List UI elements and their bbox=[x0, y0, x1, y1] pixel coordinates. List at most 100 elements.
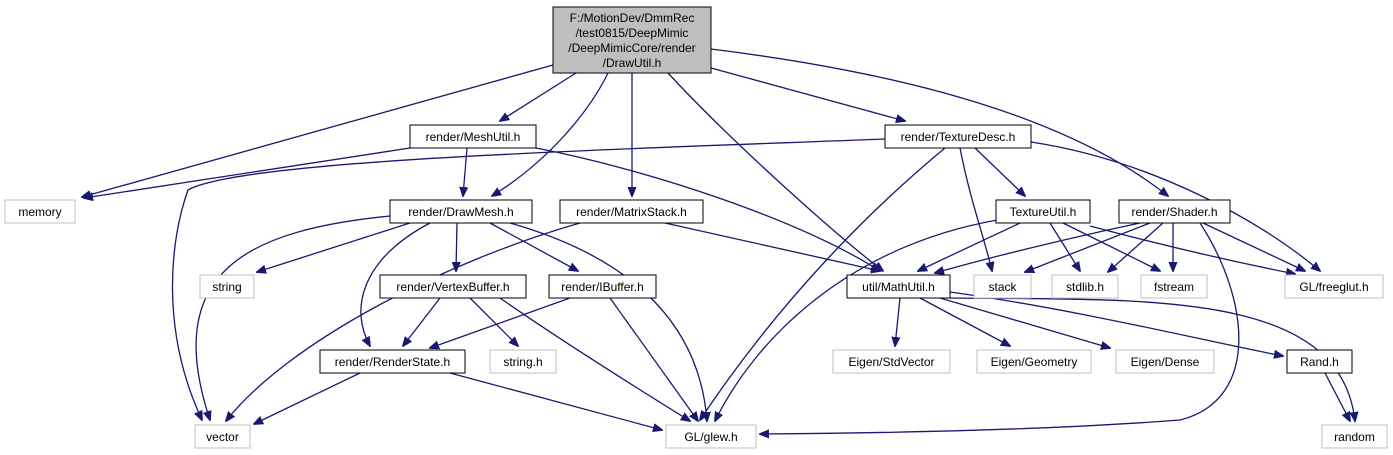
node-box-stack bbox=[973, 274, 1032, 299]
node-meshutil[interactable]: render/MeshUtil.h bbox=[409, 124, 537, 149]
nodes-layer: F:/MotionDev/DmmRec /test0815/DeepMimic … bbox=[4, 6, 1388, 449]
edges-layer bbox=[82, 48, 1355, 434]
edge-drawmesh-to-glew bbox=[509, 222, 707, 421]
edge-shader-to-stdlib bbox=[1108, 222, 1164, 272]
edge-mathutil-to-eigengeo bbox=[919, 297, 1010, 346]
node-mathutil[interactable]: util/MathUtil.h bbox=[846, 274, 951, 299]
edge-drawmesh-to-vector bbox=[195, 215, 391, 420]
node-label-textureutil: TextureUtil.h bbox=[1010, 205, 1077, 219]
node-box-renderstate bbox=[319, 349, 466, 374]
node-vector: vector bbox=[194, 424, 251, 449]
node-label-drawmesh: render/DrawMesh.h bbox=[408, 205, 513, 219]
node-label-renderstate: render/RenderState.h bbox=[335, 355, 450, 369]
edge-shader-to-glew bbox=[760, 222, 1240, 434]
node-label-texturedesc: render/TextureDesc.h bbox=[901, 130, 1016, 144]
edge-drawmesh-to-string bbox=[257, 222, 411, 272]
node-box-textureutil bbox=[995, 199, 1091, 224]
node-string: string bbox=[199, 274, 255, 299]
node-glew: GL/glew.h bbox=[665, 424, 757, 449]
node-stdlib: stdlib.h bbox=[1051, 274, 1119, 299]
node-box-mathutil bbox=[846, 274, 951, 299]
node-box-fstream bbox=[1140, 274, 1208, 299]
node-label-shader: render/Shader.h bbox=[1131, 205, 1217, 219]
edge-matrixstack-to-mathutil bbox=[664, 222, 880, 271]
node-matrixstack[interactable]: render/MatrixStack.h bbox=[559, 199, 704, 224]
edge-textureutil-to-glew bbox=[715, 217, 1011, 421]
edge-root-to-memory bbox=[82, 64, 554, 197]
node-drawmesh[interactable]: render/DrawMesh.h bbox=[389, 199, 533, 224]
edge-vertexbuffer-to-renderstate bbox=[403, 297, 441, 346]
edge-rand-to-random bbox=[1324, 372, 1350, 421]
node-label-glew: GL/glew.h bbox=[684, 430, 737, 444]
edge-root-to-meshutil bbox=[500, 72, 577, 121]
node-box-ibuffer bbox=[548, 274, 657, 299]
root-label-line-3: /DeepMimicCore/render bbox=[568, 41, 695, 55]
edge-renderstate-to-glew bbox=[449, 372, 662, 430]
root-label-line-2: /test0815/DeepMimic bbox=[576, 26, 689, 40]
node-label-stdlib: stdlib.h bbox=[1066, 280, 1104, 294]
node-box-meshutil bbox=[409, 124, 537, 149]
node-box-shader bbox=[1118, 199, 1231, 224]
node-label-vector: vector bbox=[206, 430, 239, 444]
edge-drawmesh-to-renderstate bbox=[360, 222, 431, 346]
edge-drawmesh-to-vertexbuffer bbox=[456, 222, 457, 271]
node-label-stack: stack bbox=[988, 280, 1017, 294]
edge-texturedesc-to-stack bbox=[959, 147, 992, 271]
node-eigendense: Eigen/Dense bbox=[1115, 349, 1215, 374]
edge-textureutil-to-freeglut bbox=[1089, 225, 1295, 274]
edge-matrixstack-to-vector bbox=[226, 222, 581, 421]
edge-root-to-mathutil bbox=[667, 72, 883, 271]
node-freeglut: GL/freeglut.h bbox=[1284, 274, 1384, 299]
root-label-line-4: /DrawUtil.h bbox=[603, 56, 662, 70]
node-box-string bbox=[199, 274, 255, 299]
node-label-mathutil: util/MathUtil.h bbox=[862, 280, 935, 294]
edge-mathutil-to-eigendense bbox=[939, 297, 1110, 348]
node-shader[interactable]: render/Shader.h bbox=[1118, 199, 1231, 224]
edge-texturedesc-to-textureutil bbox=[974, 147, 1025, 196]
edge-root-to-drawmesh bbox=[492, 72, 609, 196]
node-eigengeo: Eigen/Geometry bbox=[976, 349, 1092, 374]
node-box-texturedesc bbox=[884, 124, 1032, 149]
node-label-matrixstack: render/MatrixStack.h bbox=[576, 205, 687, 219]
edge-texturedesc-to-freeglut bbox=[1030, 141, 1320, 271]
node-vertexbuffer[interactable]: render/VertexBuffer.h bbox=[379, 274, 527, 299]
node-textureutil[interactable]: TextureUtil.h bbox=[995, 199, 1091, 224]
node-box-freeglut bbox=[1284, 274, 1384, 299]
node-label-vertexbuffer: render/VertexBuffer.h bbox=[396, 280, 509, 294]
edge-drawmesh-to-ibuffer bbox=[489, 222, 578, 271]
node-texturedesc[interactable]: render/TextureDesc.h bbox=[884, 124, 1032, 149]
node-stack: stack bbox=[973, 274, 1032, 299]
node-random: random bbox=[1321, 424, 1388, 449]
node-label-meshutil: render/MeshUtil.h bbox=[426, 130, 521, 144]
node-renderstate[interactable]: render/RenderState.h bbox=[319, 349, 466, 374]
node-label-ibuffer: render/IBuffer.h bbox=[561, 280, 644, 294]
node-memory: memory bbox=[4, 199, 76, 224]
edge-meshutil-to-mathutil bbox=[535, 147, 880, 271]
edge-vertexbuffer-to-stringh bbox=[469, 297, 518, 346]
edge-mathutil-to-rand bbox=[949, 291, 1283, 356]
edge-shader-to-freeglut bbox=[1202, 222, 1305, 271]
edge-ibuffer-to-renderstate bbox=[430, 297, 571, 348]
edge-texturedesc-to-glew bbox=[700, 147, 946, 420]
edge-shader-to-stack bbox=[1025, 222, 1151, 272]
node-box-drawmesh bbox=[389, 199, 533, 224]
node-label-freeglut: GL/freeglut.h bbox=[1299, 280, 1368, 294]
edge-meshutil-to-memory bbox=[84, 147, 411, 198]
node-rand[interactable]: Rand.h bbox=[1286, 349, 1353, 374]
node-ibuffer[interactable]: render/IBuffer.h bbox=[548, 274, 657, 299]
edge-root-to-texturedesc bbox=[710, 67, 905, 121]
node-box-vector bbox=[194, 424, 251, 449]
node-eigenstd: Eigen/StdVector bbox=[832, 349, 951, 374]
node-box-eigengeo bbox=[976, 349, 1092, 374]
edge-mathutil-to-random bbox=[949, 297, 1355, 421]
edge-ibuffer-to-glew bbox=[609, 297, 698, 421]
edge-root-to-shader bbox=[710, 48, 1168, 196]
root-node[interactable]: F:/MotionDev/DmmRec /test0815/DeepMimic … bbox=[552, 6, 712, 74]
node-fstream: fstream bbox=[1140, 274, 1208, 299]
node-box-eigenstd bbox=[832, 349, 951, 374]
node-label-eigengeo: Eigen/Geometry bbox=[991, 355, 1078, 369]
node-box-stringh bbox=[489, 349, 557, 374]
node-stringh: string.h bbox=[489, 349, 557, 374]
node-label-eigenstd: Eigen/StdVector bbox=[848, 355, 934, 369]
